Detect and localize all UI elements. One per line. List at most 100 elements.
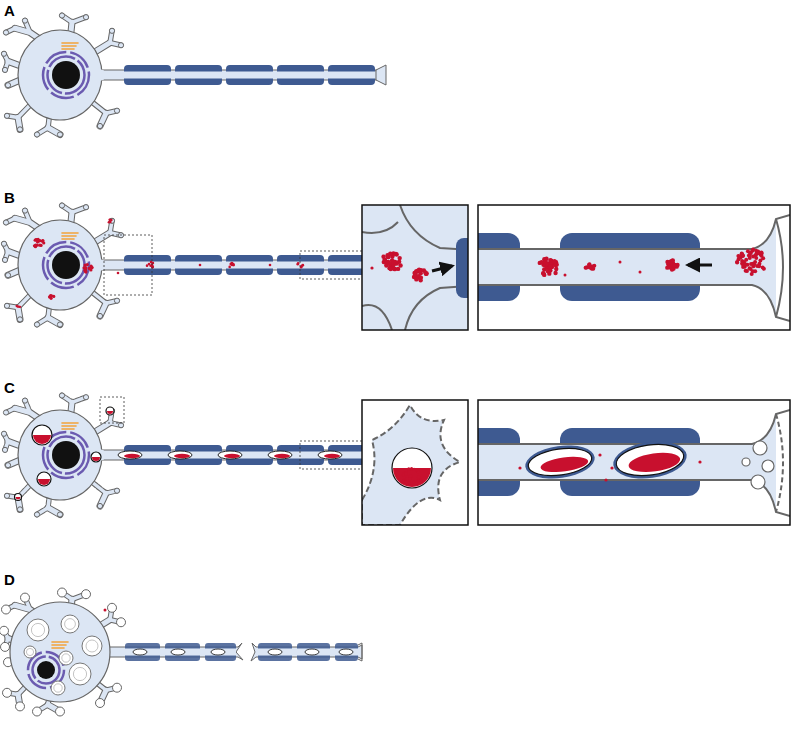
protein-aggregate [84, 270, 87, 273]
swollen-dendrite-tip [21, 593, 30, 602]
dendritic-spine [17, 317, 22, 322]
vacuole-content [33, 435, 51, 444]
dendritic-spine [114, 488, 119, 493]
inset-frame [478, 205, 790, 330]
soma [18, 30, 102, 120]
vacuole [762, 460, 774, 472]
protein-aggregate [412, 481, 415, 484]
protein-aggregate [117, 272, 120, 275]
dendritic-spine [5, 83, 10, 88]
dendritic-spine [109, 28, 114, 33]
autophagosome-content [540, 454, 589, 475]
protein-aggregate [546, 269, 550, 273]
protein-aggregate [408, 481, 411, 484]
axon-core [100, 649, 236, 656]
swollen-dendrite-tip [58, 588, 67, 597]
axon-terminal [376, 65, 386, 85]
soma [18, 220, 102, 310]
inset-frame [362, 400, 468, 525]
protein-aggregate [370, 266, 373, 269]
vacuole-inner [54, 684, 62, 692]
protein-aggregate [591, 267, 595, 271]
myelin-sheath [456, 238, 468, 298]
soma [18, 410, 102, 500]
protein-aggregate [541, 271, 545, 275]
protein-aggregate [740, 252, 744, 256]
axon-membrane [478, 219, 776, 317]
dendritic-spine [5, 273, 10, 278]
endoplasmic-reticulum [48, 247, 85, 284]
protein-aggregate [743, 262, 747, 266]
protein-aggregate [753, 260, 757, 264]
swollen-dendrite-tip [2, 605, 11, 614]
vacuole [82, 636, 102, 656]
protein-aggregate [584, 266, 588, 270]
autophagosome [218, 451, 242, 459]
vacuole [305, 649, 319, 655]
dendritic-spine [22, 398, 27, 403]
protein-aggregate [698, 460, 701, 463]
protein-aggregate [553, 271, 557, 275]
dendritic-spine [1, 51, 6, 56]
neuron [1, 393, 390, 517]
vacuole-inner [62, 654, 70, 662]
protein-aggregate [748, 251, 752, 255]
protein-aggregate [49, 297, 52, 300]
dendritic-spine [34, 132, 39, 137]
vacuole [753, 441, 767, 455]
inset [362, 400, 468, 525]
autophagosome [318, 451, 342, 459]
vacuole [106, 407, 114, 415]
protein-aggregate [755, 250, 759, 254]
protein-aggregate [199, 264, 202, 267]
protein-aggregate [548, 264, 552, 268]
dendritic-spine [59, 393, 64, 398]
axon [96, 260, 376, 270]
protein-aggregate [751, 269, 755, 273]
protein-aggregate [759, 250, 763, 254]
nucleus [37, 661, 55, 679]
dendritic-spine [114, 108, 119, 113]
protein-aggregate [41, 239, 44, 242]
protein-aggregate [41, 239, 44, 242]
protein-aggregate [16, 305, 18, 307]
vacuole [37, 472, 51, 486]
protein-aggregate [296, 263, 299, 266]
protein-aggregate [744, 269, 748, 273]
inset-frame [362, 205, 468, 330]
protein-aggregate [757, 264, 761, 268]
vacuole [69, 663, 91, 685]
protein-aggregate [539, 260, 543, 264]
swollen-dendrite-tip [1, 642, 10, 651]
autophagosome [527, 445, 594, 480]
protein-aggregate [604, 478, 607, 481]
protein-aggregate [229, 263, 232, 266]
autophagosome-content [174, 454, 190, 458]
protein-aggregate [109, 219, 111, 221]
protein-aggregate [146, 264, 149, 267]
dendrite-membrane [362, 305, 392, 330]
protein-aggregate [419, 275, 423, 279]
dendritic-spine [3, 30, 8, 35]
protein-aggregate [38, 244, 41, 247]
protein-aggregate [389, 267, 393, 271]
dendritic-spine [97, 313, 102, 318]
endoplasmic-reticulum [43, 242, 89, 288]
dendritic-spine [1, 241, 6, 246]
nucleus [52, 441, 80, 469]
dendritic-spine [34, 322, 39, 327]
dendritic-spine [97, 503, 102, 508]
autophagosome-outer [523, 441, 597, 482]
protein-aggregate [34, 238, 37, 241]
vacuole [51, 681, 65, 695]
axon-membrane-line [478, 215, 790, 321]
axon-core [100, 262, 376, 269]
panel-label: B [4, 190, 15, 205]
golgi [62, 428, 74, 430]
dendritic-spine [59, 203, 64, 208]
protein-aggregate [672, 263, 676, 267]
inset-frame [478, 400, 790, 525]
dendritic-spine [83, 205, 88, 210]
dendritic-spine [5, 463, 10, 468]
neuron [0, 588, 362, 716]
